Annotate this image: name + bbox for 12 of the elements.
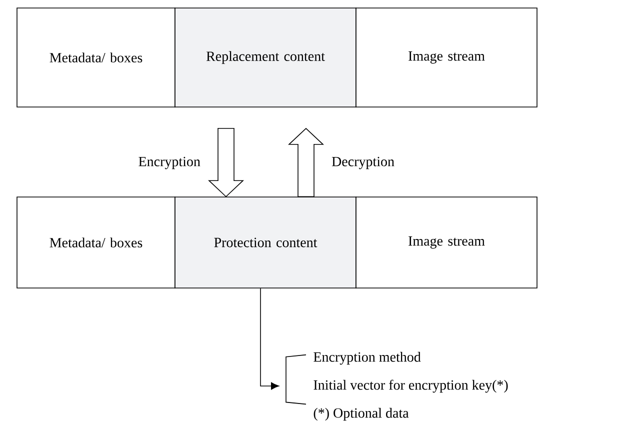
bracket-list: Encryption method Initial vector for encryption key(*) (*) Optional data	[286, 352, 508, 421]
field-box: Image stream	[356, 8, 538, 108]
edge-label: Decryption	[332, 156, 394, 170]
field-box: Metadata/ boxes	[16, 8, 176, 108]
field-box: Protection content	[174, 196, 356, 288]
block-arrow	[208, 128, 244, 198]
field-box: Replacement content	[174, 8, 356, 108]
field-box: Image stream	[356, 196, 538, 288]
arrow	[260, 288, 279, 390]
edge-label: Encryption	[138, 156, 200, 170]
field-box: Metadata/ boxes	[16, 196, 176, 288]
block-arrow	[288, 128, 324, 197]
